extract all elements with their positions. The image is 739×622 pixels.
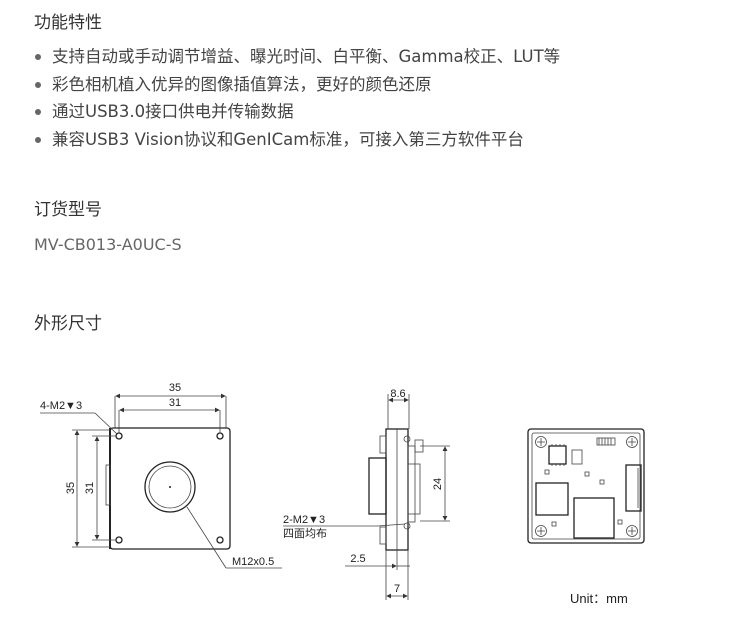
unit-label: Unit：mm (570, 591, 628, 606)
feature-item: 通过USB3.0接口供电并传输数据 (34, 98, 560, 126)
dim-height-inner: 31 (84, 482, 96, 494)
side-view: 8.6 24 2-M2▼3 四面均布 2.5 7 (283, 388, 450, 600)
dimensions-title: 外形尺寸 (34, 314, 102, 334)
side-holes-label-2: 四面均布 (283, 527, 327, 540)
dim-width-inner: 31 (169, 397, 181, 409)
feature-list: 支持自动或手动调节增益、曝光时间、白平衡、Gamma校正、LUT等 彩色相机植入… (34, 43, 560, 153)
holes-label: 4-M2▼3 (40, 400, 82, 412)
feature-item: 支持自动或手动调节增益、曝光时间、白平衡、Gamma校正、LUT等 (34, 43, 560, 71)
model-number: MV-CB013-A0UC-S (34, 235, 182, 254)
side-holes-label-1: 2-M2▼3 (283, 514, 325, 526)
dim-height: 24 (432, 478, 444, 490)
order-title: 订货型号 (34, 200, 102, 220)
dim-base: 7 (394, 583, 400, 595)
front-view: 35 31 35 31 4-M2▼3 M12x0.5 (40, 382, 282, 569)
thread-label: M12x0.5 (232, 556, 274, 568)
dim-height-outer: 35 (65, 482, 77, 494)
dim-depth: 8.6 (390, 388, 405, 400)
feature-item: 兼容USB3 Vision协议和GenICam标准，可接入第三方软件平台 (34, 126, 560, 154)
dimension-drawing: 35 31 35 31 4-M2▼3 M12x0.5 (40, 382, 645, 606)
dim-width-outer: 35 (169, 382, 181, 394)
features-title: 功能特性 (34, 13, 102, 33)
dim-offset: 2.5 (350, 553, 365, 565)
back-view: Unit：mm (527, 428, 645, 606)
feature-item: 彩色相机植入优异的图像插值算法，更好的颜色还原 (34, 71, 560, 99)
